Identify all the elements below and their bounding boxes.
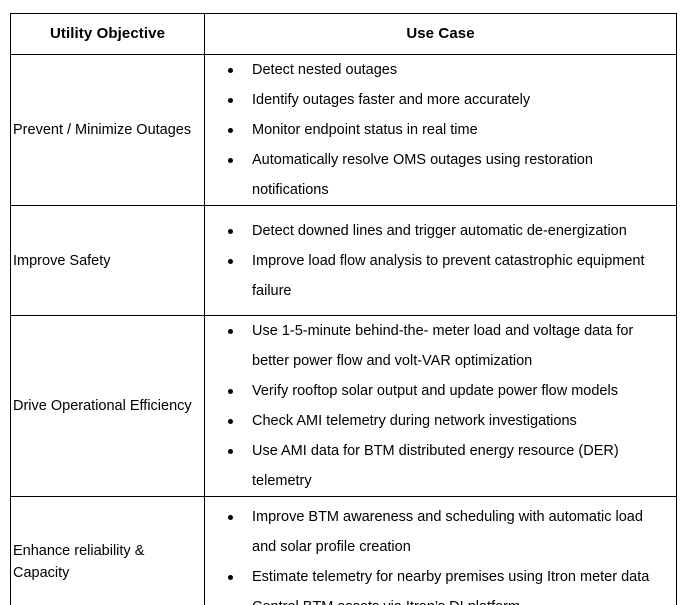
use-case-list: Use 1-5-minute behind-the- meter load an…: [205, 316, 676, 496]
use-case-cell-prevent-minimize-outages: Detect nested outages Identify outages f…: [204, 54, 677, 206]
table-row: Drive Operational Efficiency Use 1-5-min…: [10, 315, 677, 497]
table-row: Prevent / Minimize Outages Detect nested…: [10, 54, 677, 206]
use-case-item: Monitor endpoint status in real time: [205, 115, 676, 145]
column-header-utility-objective: Utility Objective: [10, 13, 205, 55]
use-case-item: Improve BTM awareness and scheduling wit…: [205, 502, 676, 562]
objective-cell-improve-safety: Improve Safety: [10, 205, 205, 316]
use-case-item: Verify rooftop solar output and update p…: [205, 376, 676, 406]
column-header-use-case-label: Use Case: [406, 25, 475, 42]
use-case-item: Improve load flow analysis to prevent ca…: [205, 246, 676, 306]
use-case-item: Control BTM assets via Itron’s DI platfo…: [205, 592, 676, 605]
use-case-cell-drive-operational-efficiency: Use 1-5-minute behind-the- meter load an…: [204, 315, 677, 497]
use-case-list: Detect nested outages Identify outages f…: [205, 55, 676, 205]
objective-cell-enhance-reliability-capacity: Enhance reliability & Capacity: [10, 496, 205, 605]
objective-cell-prevent-minimize-outages: Prevent / Minimize Outages: [10, 54, 205, 206]
use-case-item: Use 1-5-minute behind-the- meter load an…: [205, 316, 676, 376]
use-case-cell-enhance-reliability-capacity: Improve BTM awareness and scheduling wit…: [204, 496, 677, 605]
use-case-item: Identify outages faster and more accurat…: [205, 85, 676, 115]
use-case-item: Detect downed lines and trigger automati…: [205, 216, 676, 246]
objective-label: Prevent / Minimize Outages: [13, 122, 192, 138]
table-row: Enhance reliability & Capacity Improve B…: [10, 496, 677, 605]
table-header-row: Utility Objective Use Case: [10, 13, 677, 55]
use-case-list: Improve BTM awareness and scheduling wit…: [205, 502, 676, 605]
use-case-item: Automatically resolve OMS outages using …: [205, 145, 676, 205]
use-case-item: Estimate telemetry for nearby premises u…: [205, 562, 676, 592]
use-case-item: Use AMI data for BTM distributed energy …: [205, 436, 676, 496]
use-case-item: Detect nested outages: [205, 55, 676, 85]
objective-label: Improve Safety: [13, 252, 111, 269]
table-body: Prevent / Minimize Outages Detect nested…: [10, 54, 677, 605]
use-case-cell-improve-safety: Detect downed lines and trigger automati…: [204, 205, 677, 316]
use-case-item: Check AMI telemetry during network inves…: [205, 406, 676, 436]
table-row: Improve Safety Detect downed lines and t…: [10, 205, 677, 316]
use-case-list: Detect downed lines and trigger automati…: [205, 216, 676, 306]
utility-objective-use-case-table: Utility Objective Use Case Prevent / Min…: [10, 13, 677, 605]
table-header: Utility Objective Use Case: [10, 13, 677, 55]
objective-label: Enhance reliability & Capacity: [13, 542, 145, 581]
objective-cell-drive-operational-efficiency: Drive Operational Efficiency: [10, 315, 205, 497]
objective-label: Drive Operational Efficiency: [13, 398, 192, 414]
column-header-utility-objective-label: Utility Objective: [49, 25, 166, 42]
column-header-use-case: Use Case: [204, 13, 677, 55]
